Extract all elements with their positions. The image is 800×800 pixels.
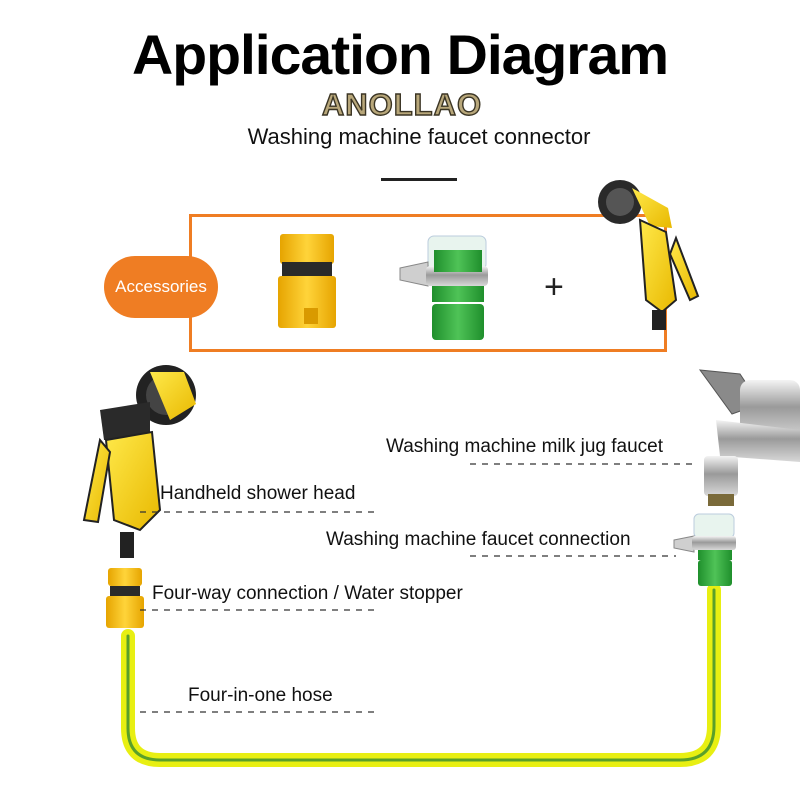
diagram-title: Application Diagram bbox=[131, 23, 669, 86]
label-shower-head: Handheld shower head bbox=[160, 483, 356, 504]
attached-connector-icon bbox=[673, 513, 736, 586]
label-hose: Four-in-one hose bbox=[188, 685, 333, 706]
plus-sign: + bbox=[544, 268, 564, 306]
spray-gun-small-icon bbox=[598, 180, 700, 330]
brand-logo: ANOLLAO bbox=[321, 86, 482, 122]
hose-connector-icon bbox=[106, 568, 144, 628]
hose bbox=[121, 583, 721, 767]
leader-lines bbox=[140, 463, 698, 713]
spray-gun-icon bbox=[82, 365, 196, 558]
divider bbox=[381, 178, 457, 181]
brand-logo-text: ANOLLAO bbox=[322, 87, 482, 122]
quick-connector-icon bbox=[278, 234, 336, 328]
accessories-badge: Accessories bbox=[104, 256, 218, 318]
label-four-way: Four-way connection / Water stopper bbox=[152, 583, 463, 604]
faucet-icon bbox=[698, 369, 800, 506]
label-faucet-connection: Washing machine faucet connection bbox=[326, 529, 631, 550]
subtitle: Washing machine faucet connector bbox=[247, 124, 591, 149]
faucet-connector-icon bbox=[399, 235, 488, 340]
label-faucet: Washing machine milk jug faucet bbox=[386, 436, 664, 457]
